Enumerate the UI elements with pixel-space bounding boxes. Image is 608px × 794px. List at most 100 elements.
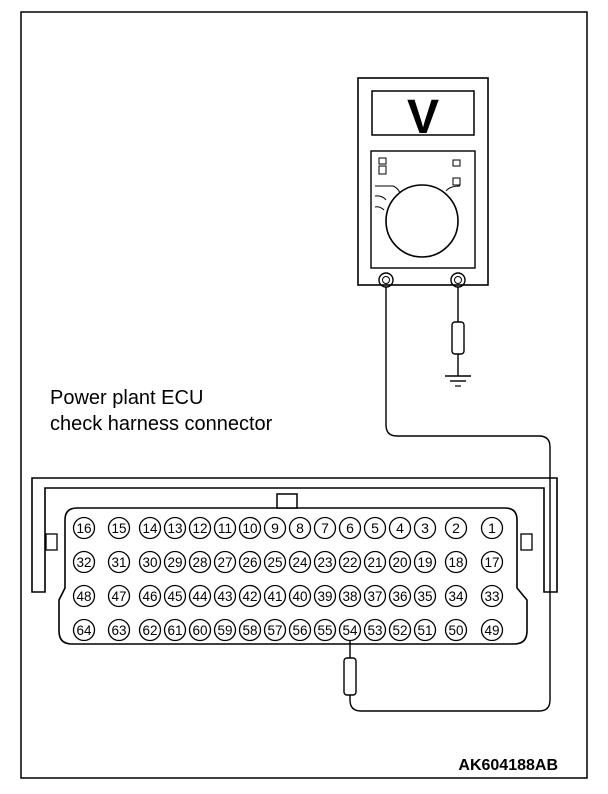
pin-2: 2 [444, 516, 468, 540]
pin-39: 39 [313, 584, 337, 608]
pin-20: 20 [388, 550, 412, 574]
pin-label: 36 [392, 589, 407, 604]
pin-circle [444, 584, 468, 608]
pin-label: 40 [292, 589, 307, 604]
pin-circle [288, 584, 312, 608]
pin-26: 26 [238, 550, 262, 574]
pin-label: 31 [111, 555, 126, 570]
pin-42: 42 [238, 584, 262, 608]
pin-label: 50 [448, 623, 463, 638]
pin-14: 14 [138, 516, 162, 540]
pin-label: 21 [367, 555, 382, 570]
selector-dial [385, 184, 459, 258]
pin-label: 42 [242, 589, 257, 604]
pin-label: 52 [392, 623, 407, 638]
pin-circle [388, 618, 412, 642]
pin-21: 21 [363, 550, 387, 574]
connector-title-line2: check harness connector [50, 413, 273, 435]
pin-circle [313, 618, 337, 642]
pin-8: 8 [288, 516, 312, 540]
pin-33: 33 [480, 584, 504, 608]
pin-9: 9 [263, 516, 287, 540]
pin-circle [363, 516, 387, 540]
pin-label: 57 [267, 623, 282, 638]
pin-5: 5 [363, 516, 387, 540]
pin-17: 17 [480, 550, 504, 574]
pin-circle [480, 618, 504, 642]
pin-label: 14 [142, 521, 158, 536]
pin-circle [107, 618, 131, 642]
pin-label: 51 [417, 623, 432, 638]
pin-label: 63 [111, 623, 126, 638]
pin-circle [238, 516, 262, 540]
pin-52: 52 [388, 618, 412, 642]
pin-circle [444, 516, 468, 540]
pin-circle [288, 516, 312, 540]
pin-41: 41 [263, 584, 287, 608]
pin-57: 57 [263, 618, 287, 642]
pin-label: 28 [192, 555, 207, 570]
connector-title-line1: Power plant ECU [50, 387, 203, 409]
pin-label: 3 [421, 520, 429, 536]
multimeter: V [357, 77, 489, 288]
pin-circle [163, 584, 187, 608]
pin-label: 17 [484, 555, 499, 570]
pin-label: 33 [484, 589, 499, 604]
pin-circle [388, 516, 412, 540]
pin-label: 32 [76, 555, 91, 570]
pin-circle [72, 550, 96, 574]
pin-circle [188, 584, 212, 608]
range-mark [378, 165, 387, 175]
pin-35: 35 [413, 584, 437, 608]
pin-45: 45 [163, 584, 187, 608]
pin-label: 60 [192, 623, 207, 638]
pin-circle [480, 516, 504, 540]
pin-25: 25 [263, 550, 287, 574]
pin-46: 46 [138, 584, 162, 608]
pin-circle [388, 550, 412, 574]
pin-24: 24 [288, 550, 312, 574]
pin-29: 29 [163, 550, 187, 574]
pin-11: 11 [213, 516, 237, 540]
pin-label: 55 [317, 623, 332, 638]
multimeter-display [371, 90, 475, 136]
pin-label: 56 [292, 623, 307, 638]
connector-key [276, 493, 298, 509]
pin-36: 36 [388, 584, 412, 608]
pin-label: 58 [242, 623, 257, 638]
pin-63: 63 [107, 618, 131, 642]
pin-circle [163, 550, 187, 574]
pin-label: 59 [217, 623, 232, 638]
pin-circle [188, 516, 212, 540]
pin-label: 19 [417, 555, 432, 570]
pin-circle [480, 550, 504, 574]
pin-circle [213, 584, 237, 608]
pin-label: 5 [371, 520, 379, 536]
pin-label: 7 [321, 520, 329, 536]
ground-lead [445, 287, 471, 387]
pin-label: 43 [217, 589, 232, 604]
pin-label: 12 [192, 521, 207, 536]
pin-circle [363, 550, 387, 574]
pin-circle [188, 550, 212, 574]
pin-circle [138, 550, 162, 574]
connector-latch-right [520, 533, 533, 551]
pin-label: 35 [417, 589, 432, 604]
pin-circle [213, 516, 237, 540]
ground-probe [451, 321, 465, 355]
pin-label: 16 [76, 521, 91, 536]
pin-32: 32 [72, 550, 96, 574]
pin-circle [238, 550, 262, 574]
pin-55: 55 [313, 618, 337, 642]
pin-label: 11 [218, 521, 232, 536]
pin-61: 61 [163, 618, 187, 642]
pin-51: 51 [413, 618, 437, 642]
pin-label: 6 [346, 520, 354, 536]
pin-label: 39 [317, 589, 332, 604]
pin-60: 60 [188, 618, 212, 642]
pin-label: 23 [317, 555, 332, 570]
pin-16: 16 [72, 516, 96, 540]
pin-circle [213, 618, 237, 642]
